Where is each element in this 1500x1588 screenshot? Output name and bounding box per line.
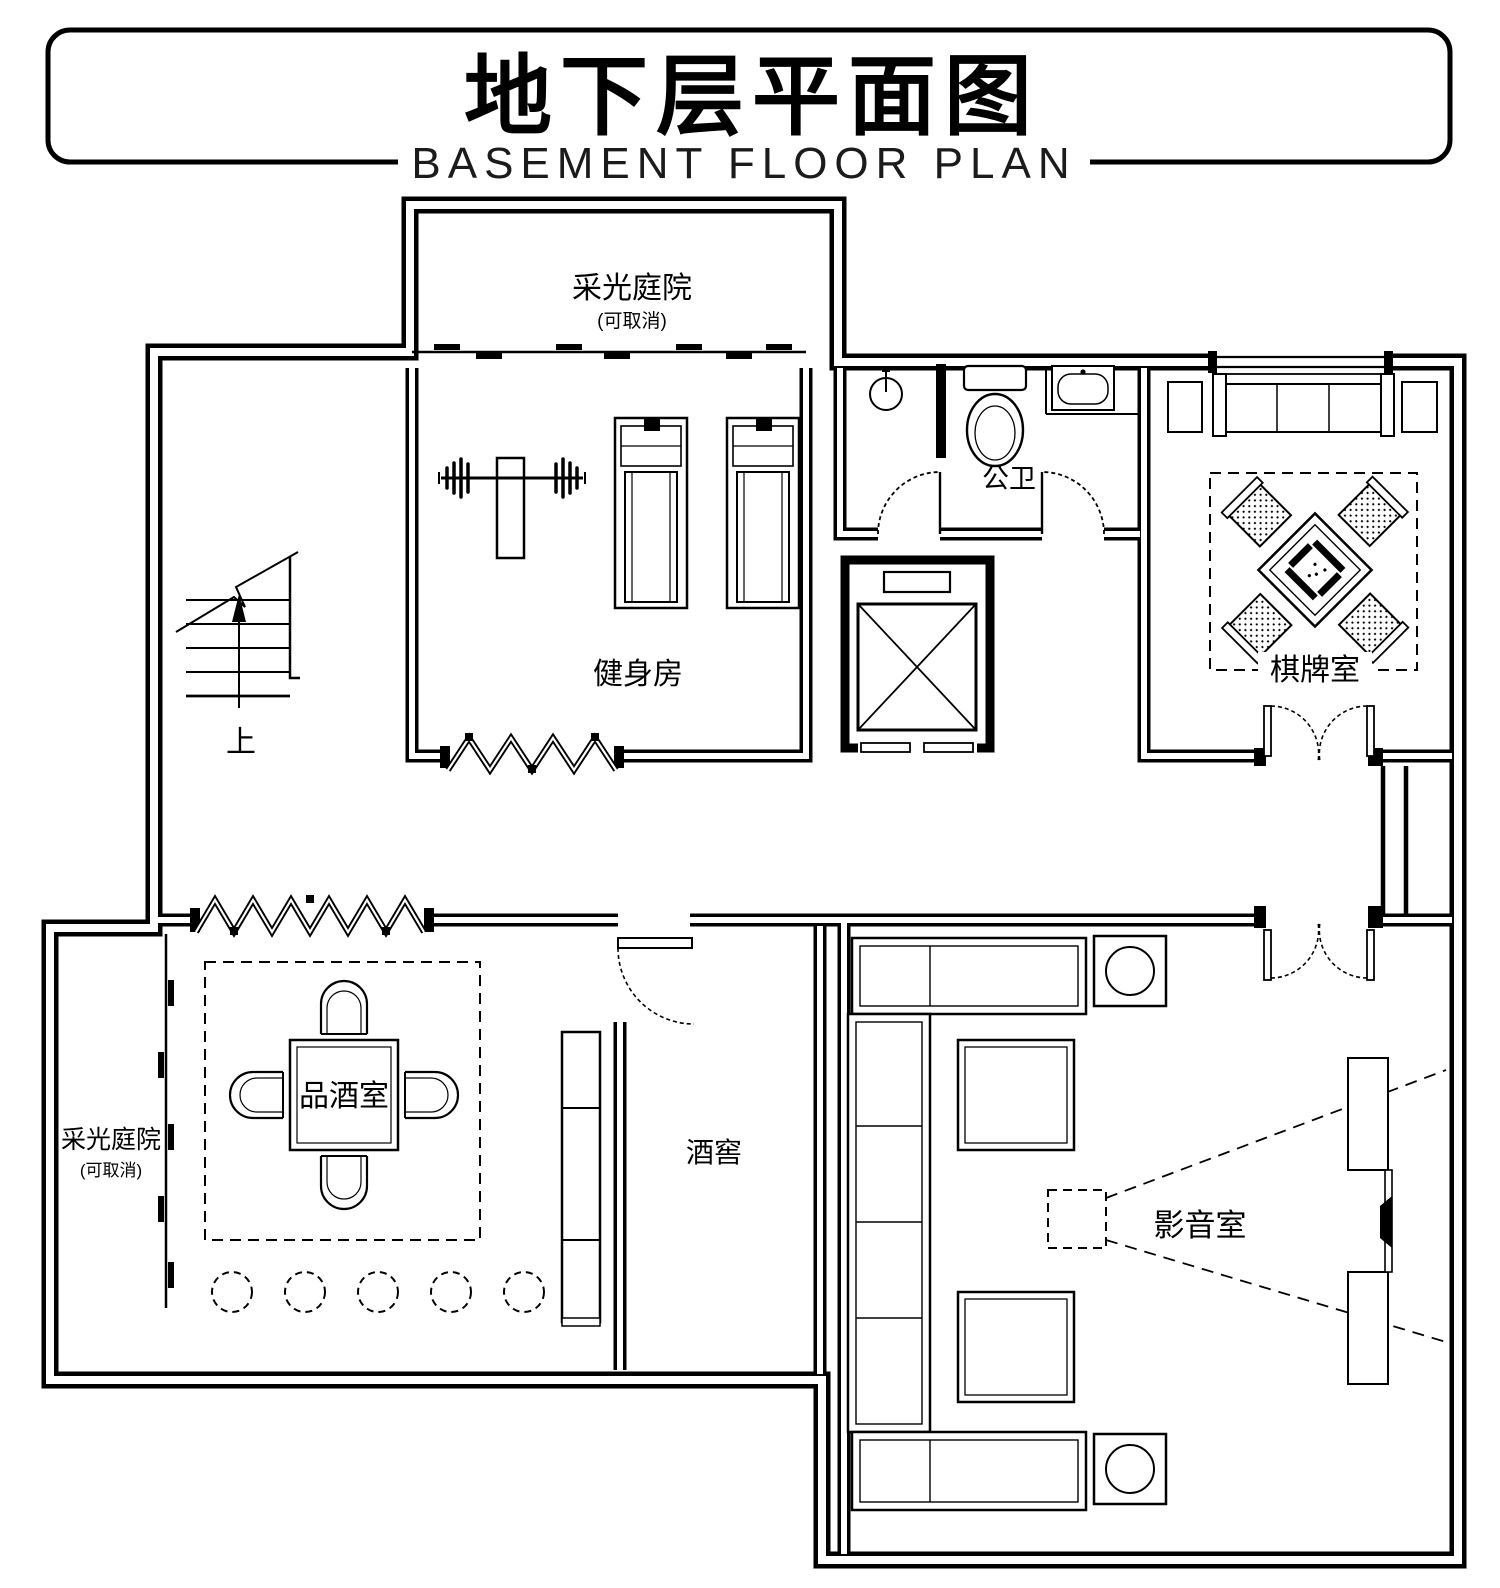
wine-cellar-door [617, 937, 695, 1025]
title-english: BASEMENT FLOOR PLAN [411, 139, 1076, 188]
toilet-icon [962, 364, 1028, 468]
chess-double-door [1263, 705, 1375, 763]
media-sofa [846, 936, 1088, 1512]
left-courtyard-window [158, 934, 174, 1308]
wine-tasting-label: 品酒室 [299, 1080, 389, 1113]
courtyard-top-label: 采光庭院 [572, 272, 692, 305]
shower-head-icon [869, 366, 903, 411]
elevator-counterweight [882, 570, 952, 594]
courtyard-top-note: (可取消) [597, 310, 667, 332]
courtyard-left-label: 采光庭院 [61, 1126, 161, 1154]
windows [158, 344, 1393, 1308]
speaker [1092, 1432, 1168, 1506]
wine-zone-dashed [204, 961, 481, 1241]
bathroom-doors [877, 471, 1105, 535]
treadmill [613, 416, 689, 610]
bathroom: 公卫 [869, 364, 1138, 535]
chess-window [1208, 351, 1393, 373]
projection-beam [1105, 1069, 1447, 1199]
speaker [1092, 934, 1168, 1008]
wine-table [288, 1038, 400, 1152]
projector [1047, 1189, 1107, 1249]
stairs-up-arrow [232, 594, 246, 622]
courtyard-left-note: (可取消) [80, 1161, 142, 1180]
side-table [1167, 381, 1203, 433]
chess-room: 棋牌室 [1167, 373, 1438, 763]
wine-rack [560, 1030, 602, 1327]
elevator [840, 555, 995, 753]
barbell-bench [438, 456, 586, 560]
gym-folding-door [445, 732, 619, 776]
media-cabinets-screen [1347, 1057, 1393, 1385]
wine-cellar-label: 酒窖 [686, 1137, 742, 1168]
courtyard-top: 采光庭院 (可取消) [572, 272, 692, 332]
staircase [175, 551, 300, 708]
elevator-door [860, 742, 911, 753]
gym: 健身房 [438, 416, 801, 776]
title-block: 地下层平面图 BASEMENT FLOOR PLAN [45, 27, 1453, 188]
treadmill [725, 416, 801, 610]
mahjong-table [1256, 511, 1374, 629]
media-ottoman [956, 1038, 1076, 1152]
bathroom-partition [936, 364, 946, 458]
side-table [1401, 381, 1438, 433]
wine-cellar: 酒窖 [617, 937, 742, 1168]
title-chinese: 地下层平面图 [464, 47, 1040, 146]
chess-room-label: 棋牌室 [1270, 654, 1360, 687]
sink-icon [1045, 365, 1138, 415]
elevator-door [923, 742, 974, 753]
media-ottoman [956, 1290, 1076, 1404]
bathroom-label: 公卫 [982, 464, 1036, 494]
courtyard-left: 采光庭院 (可取消) [61, 1126, 161, 1180]
gym-label: 健身房 [593, 658, 683, 691]
wine-barrels [211, 1271, 545, 1313]
media-room-label: 影音室 [1154, 1208, 1247, 1243]
wine-folding-door [193, 894, 427, 938]
wine-tasting-room: 品酒室 [193, 894, 602, 1327]
media-room: 影音室 [846, 921, 1447, 1512]
stairs-up-label: 上 [226, 726, 256, 759]
chess-sofa [1212, 373, 1395, 437]
media-double-door [1263, 921, 1375, 981]
